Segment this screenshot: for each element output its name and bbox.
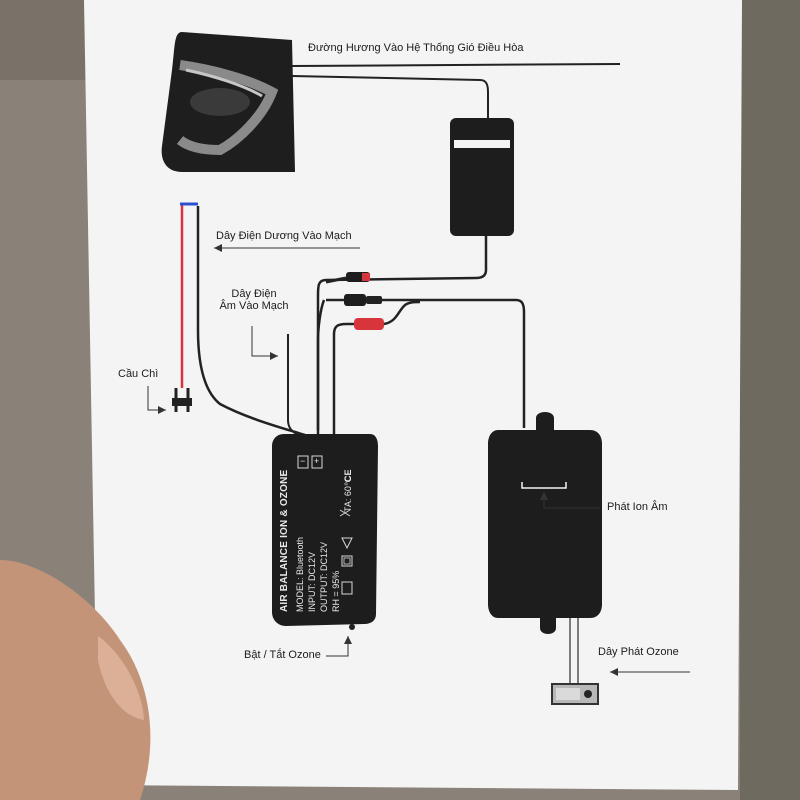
fragrance-module-icon [450,118,514,236]
duct-tube-to-module [291,75,489,118]
terminal-minus: − [300,456,306,466]
negative-wire-label-line2: Âm Vào Mạch [219,300,289,312]
fuse-arrow-icon [147,386,166,414]
controller-label-panel: AIR BALANCE ION & OZONE MODEL: Bluetooth… [277,446,369,618]
module-wire-to-controller [316,236,488,434]
ion-label: Phát Ion Âm [607,501,668,513]
onoff-arrow-icon [326,636,352,657]
controller-brand: AIR BALANCE ION & OZONE [279,469,290,612]
wire-branch [316,299,326,341]
positive-wire-to-controller [196,206,309,438]
duct-path-label: Đường Hương Vào Hệ Thống Gió Điều Hòa [308,42,524,54]
ion-module-icon [488,412,602,634]
ozone-arrow-icon [610,668,690,676]
negative-wire-label-line1: Dây Điện [231,288,277,300]
connector-icon [325,272,370,284]
controller-rh: RH = 95% [331,570,341,612]
terminal-plus: + [314,456,320,466]
red-connector-icon [354,300,421,330]
onoff-button-icon [349,624,355,630]
connector-icon-2 [344,294,382,306]
positive-wire-label: Dây Điện Dương Vào Mạch [216,230,352,242]
duct-tube [291,63,621,67]
thumbnail [98,636,144,720]
ce-mark: CE [343,469,353,482]
controller-output: OUTPUT: DC12V [319,541,329,612]
fuse-label: Cầu Chì [118,368,159,380]
ion-arrow-icon [540,492,600,509]
controller-input: INPUT: DC12V [307,551,317,612]
controller-model: MODEL: Bluetooth [295,536,305,612]
arrow-icon [214,244,360,252]
thumb [0,560,151,800]
wire-to-ion-module [382,298,526,428]
controller-box-icon [272,434,378,626]
wire-to-red-connector [332,322,354,434]
air-vent-icon [161,32,295,172]
negative-arrow-icon [251,326,278,360]
ozone-wire-label: Dây Phát Ozone [598,646,679,658]
onoff-label: Bật / Tắt Ozone [244,649,321,661]
fuse-icon [172,388,192,412]
ozone-plate-icon [551,683,599,705]
negative-wire-label: Dây Điện Âm Vào Mạch [214,288,294,312]
background-right [740,0,800,800]
